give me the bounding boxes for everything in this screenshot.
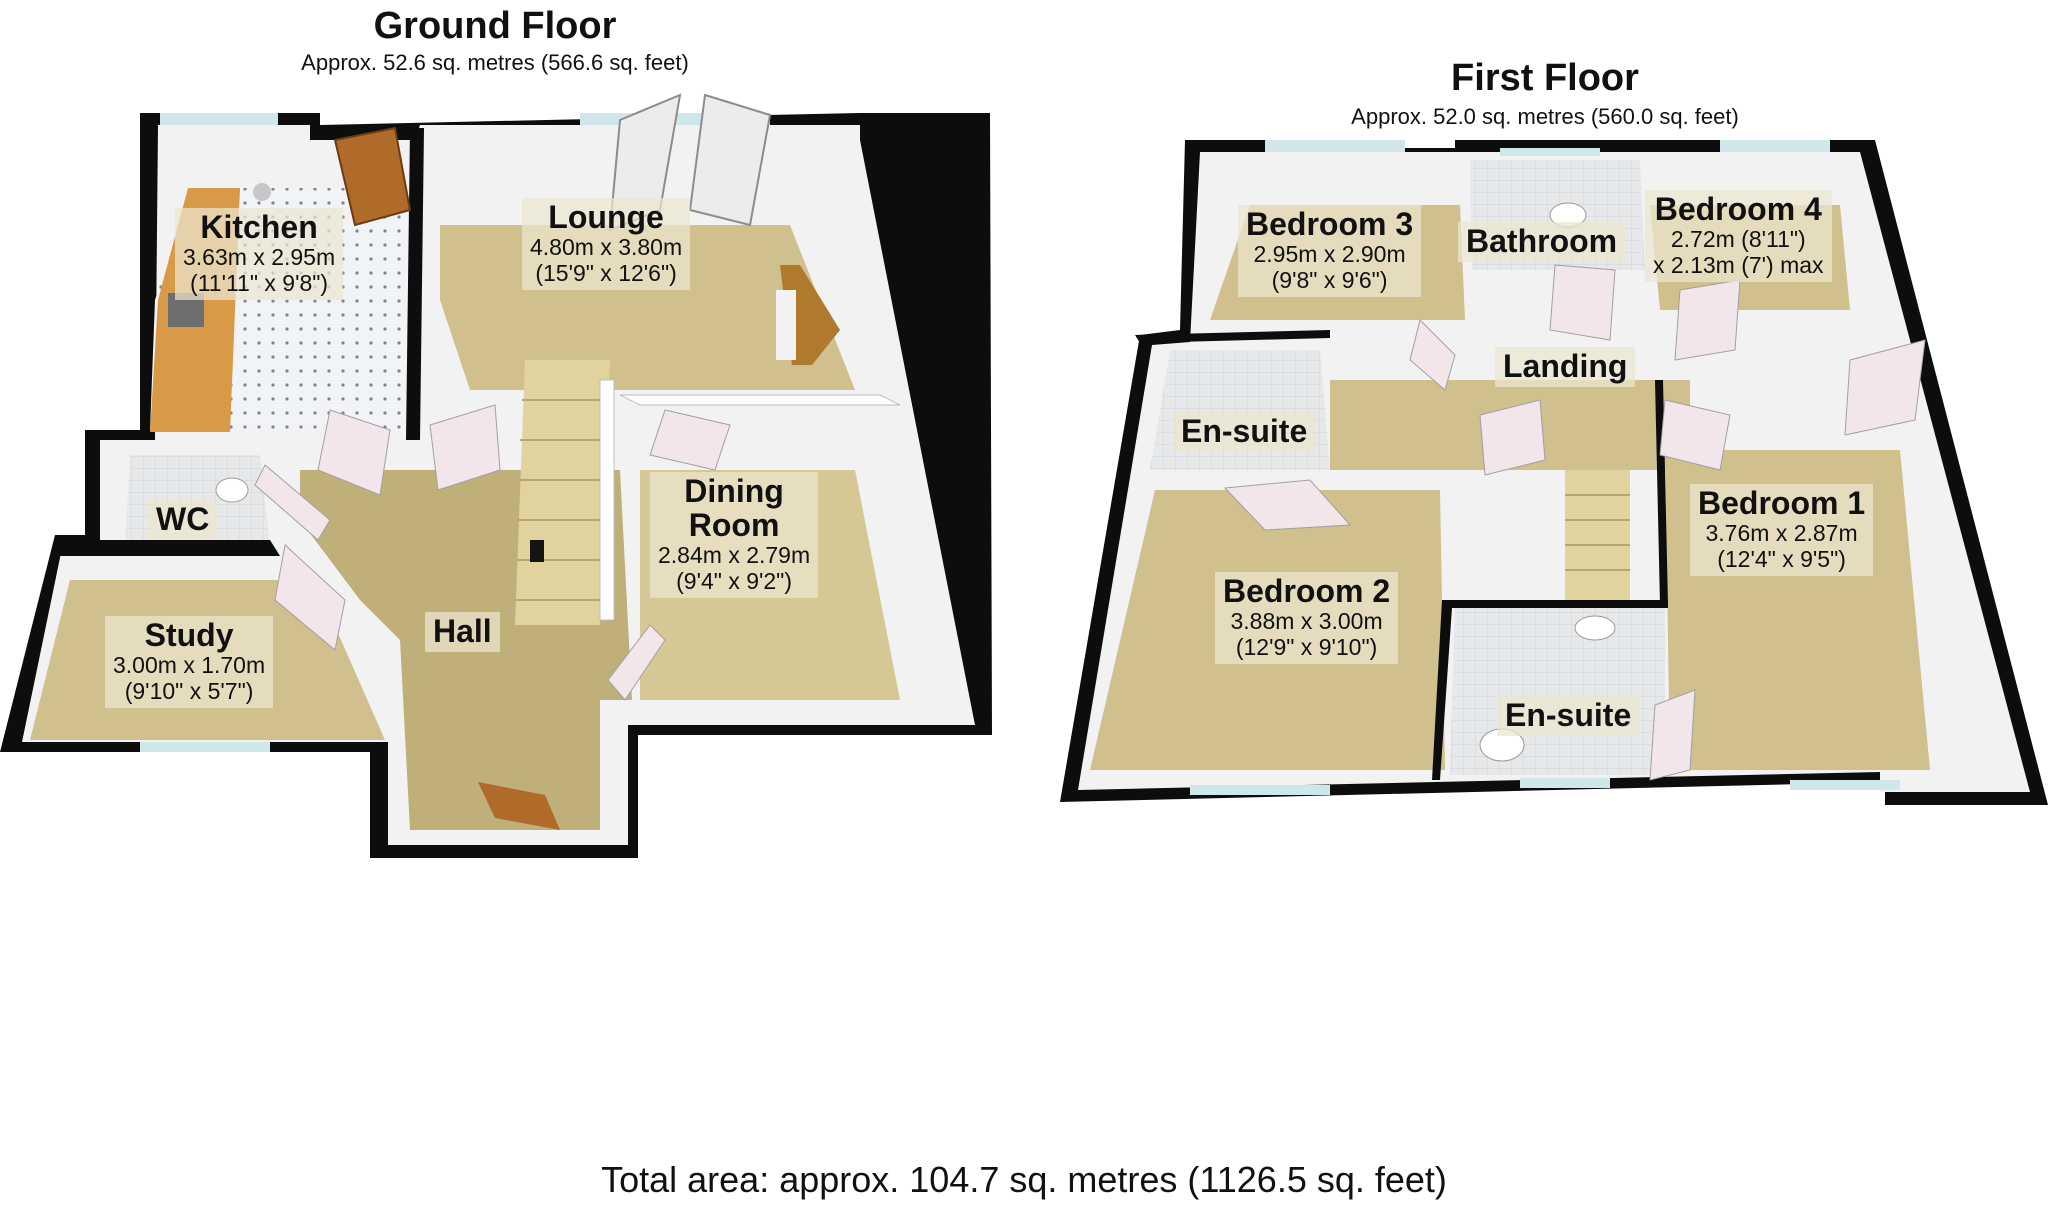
ensuite-right-name: En-suite — [1505, 697, 1632, 733]
bedroom4-dim-imperial: x 2.13m (7') max — [1653, 252, 1824, 278]
dining-dim-imperial: (9'4" x 9'2") — [676, 568, 793, 594]
bedroom-divider-wall — [1135, 330, 1330, 343]
bedroom2-dim-metric: 3.88m x 3.00m — [1230, 608, 1383, 634]
hall-label: Hall — [425, 612, 500, 652]
first-floor-area: Approx. 52.0 sq. metres (560.0 sq. feet) — [1351, 104, 1739, 129]
landing-name: Landing — [1503, 348, 1628, 384]
front-door-icon — [333, 126, 412, 227]
first-staircase — [1565, 470, 1630, 600]
study-dim-imperial: (9'10" x 5'7") — [124, 678, 254, 704]
fireplace-hearth — [776, 290, 796, 360]
landing-divider-wall — [1655, 380, 1668, 605]
kitchen-window — [160, 113, 278, 125]
study-dim-metric: 3.00m x 1.70m — [113, 652, 266, 678]
bedroom3-name: Bedroom 3 — [1246, 206, 1414, 242]
ground-floor-title: Ground Floor — [373, 5, 617, 47]
bedroom1-door-icon — [1659, 399, 1731, 471]
study-label: Study 3.00m x 1.70m (9'10" x 5'7") — [105, 616, 274, 708]
bedroom3-dim-metric: 2.95m x 2.90m — [1253, 241, 1406, 267]
bedroom1-dim-metric: 3.76m x 2.87m — [1705, 520, 1858, 546]
bedroom2-window — [1190, 785, 1330, 795]
bedroom4-door-icon — [1674, 279, 1741, 361]
kitchen-door-icon — [317, 409, 391, 496]
bedroom1-label: Bedroom 1 3.76m x 2.87m (12'4" x 9'5") — [1690, 484, 1874, 576]
kitchen-label: Kitchen 3.63m x 2.95m (11'11" x 9'8") — [175, 208, 344, 300]
wc-door-icon — [254, 464, 331, 541]
bedroom2-door-icon — [1223, 479, 1352, 531]
ground-staircase — [515, 360, 615, 625]
dining-name-line1: Dining — [684, 473, 784, 509]
landing-label: Landing — [1495, 347, 1636, 387]
hall-name: Hall — [433, 613, 492, 649]
ensuite-left-floor — [1150, 350, 1330, 470]
ensuite-window — [1520, 778, 1610, 788]
bedroom1-name: Bedroom 1 — [1698, 485, 1866, 521]
french-door-right-icon — [688, 93, 772, 227]
ensuite-left-door-icon — [1479, 399, 1546, 476]
study-name: Study — [144, 617, 234, 653]
dining-door-icon — [649, 409, 731, 471]
bathroom-label: Bathroom — [1458, 222, 1626, 262]
dining-hall-door-icon — [607, 624, 666, 701]
study-door-icon — [274, 544, 346, 651]
bedroom3-label: Bedroom 3 2.95m x 2.90m (9'8" x 9'6") — [1238, 205, 1422, 297]
ground-floor-plan — [0, 93, 992, 858]
bedroom2-label: Bedroom 2 3.88m x 3.00m (12'9" x 9'10") — [1215, 572, 1399, 664]
ensuite-left-label: En-suite — [1173, 412, 1316, 452]
ensuite-right-label: En-suite — [1497, 696, 1640, 736]
wc-basin-icon — [215, 477, 249, 503]
bedroom3-window — [1265, 140, 1405, 152]
wc-name: WC — [156, 501, 210, 537]
bedroom3-door-icon — [1409, 319, 1456, 391]
hall-front-door-icon — [478, 782, 560, 830]
ensuite-right-door-icon — [1649, 689, 1696, 781]
kitchen-name: Kitchen — [200, 209, 318, 245]
kitchen-sink-icon — [253, 183, 271, 201]
bedroom2-dim-imperial: (12'9" x 9'10") — [1235, 634, 1378, 660]
bedroom4-window — [1720, 140, 1830, 152]
study-wall — [55, 540, 280, 556]
bedroom1-wardrobe-door-icon — [1844, 339, 1926, 436]
total-area: Total area: approx. 104.7 sq. metres (11… — [601, 1159, 1447, 1200]
bathroom-window — [1500, 148, 1600, 156]
bedroom1-window — [1790, 780, 1900, 790]
lounge-dim-metric: 4.80m x 3.80m — [530, 234, 683, 260]
dining-label: Dining Room 2.84m x 2.79m (9'4" x 9'2") — [650, 472, 819, 598]
lounge-label: Lounge 4.80m x 3.80m (15'9" x 12'6") — [522, 198, 691, 290]
bathroom-door-icon — [1549, 264, 1616, 341]
bedroom3-dim-imperial: (9'8" x 9'6") — [1271, 267, 1388, 293]
lounge-dim-imperial: (15'9" x 12'6") — [535, 260, 677, 286]
lounge-door-icon — [429, 404, 501, 491]
study-window — [140, 742, 270, 752]
ensuite-left-name: En-suite — [1181, 413, 1308, 449]
dining-name-line2: Room — [688, 507, 780, 543]
bedroom4-dim-metric: 2.72m (8'11") — [1670, 226, 1806, 252]
first-floor-title: First Floor — [1451, 57, 1639, 99]
dining-dim-metric: 2.84m x 2.79m — [658, 542, 811, 568]
ensuite-basin-icon — [1574, 615, 1616, 641]
lounge-name: Lounge — [548, 199, 664, 235]
kitchen-dim-metric: 3.63m x 2.95m — [183, 244, 336, 270]
kitchen-lounge-wall — [406, 128, 424, 440]
bedroom4-label: Bedroom 4 2.72m (8'11") x 2.13m (7') max — [1645, 190, 1832, 282]
bedroom4-name: Bedroom 4 — [1654, 191, 1822, 227]
bedroom2-name: Bedroom 2 — [1223, 573, 1391, 609]
bathroom-name: Bathroom — [1466, 223, 1618, 259]
wc-label: WC — [148, 500, 218, 540]
bedroom1-dim-imperial: (12'4" x 9'5") — [1717, 546, 1846, 572]
ground-floor-area: Approx. 52.6 sq. metres (566.6 sq. feet) — [301, 50, 689, 75]
dining-partition-wall — [619, 394, 901, 406]
kitchen-dim-imperial: (11'11" x 9'8") — [190, 270, 329, 296]
